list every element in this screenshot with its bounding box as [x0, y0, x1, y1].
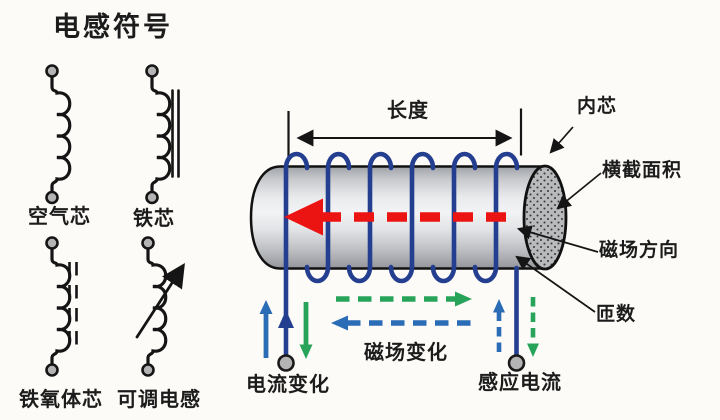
iron-core-symbol — [145, 64, 180, 205]
inner-core-label: 内芯 — [577, 96, 618, 117]
adjustable-inductor-label: 可调电感 — [117, 389, 201, 411]
page-title: 电感符号 — [53, 12, 173, 42]
terminal-dot — [507, 354, 526, 372]
inner-core-pointer — [549, 126, 574, 154]
field-direction-label: 磁场方向 — [599, 240, 680, 261]
terminal-dot — [45, 363, 59, 377]
adjust-arrow — [135, 263, 185, 339]
turns-label: 匝数 — [596, 304, 637, 325]
cross-section-ellipse — [522, 164, 568, 271]
terminal-dot — [141, 236, 155, 250]
cross-section-pointer — [556, 172, 602, 210]
navy-up-arrowhead — [278, 310, 294, 328]
iron-core-bars — [171, 89, 180, 178]
terminal-dot — [141, 363, 155, 377]
turns-pointer — [515, 255, 596, 313]
magnetic-field-arrow — [284, 198, 506, 236]
green-dashed-down-arrowhead — [527, 343, 539, 357]
current-change-arrows — [259, 300, 313, 359]
induced-current-arrows — [493, 297, 539, 357]
iron-core-label: 铁芯 — [133, 208, 175, 230]
field-direction-pointer — [516, 225, 599, 253]
ferrite-core-dashed-bars — [68, 262, 78, 347]
terminal-dot — [145, 190, 159, 205]
terminal-dot — [45, 64, 59, 78]
green-down-arrowhead — [299, 344, 313, 359]
blue-left-arrowhead — [331, 315, 348, 331]
terminal-dot — [45, 236, 59, 250]
terminal-dot — [145, 64, 159, 78]
air-core-label: 空气芯 — [28, 206, 91, 228]
cross-section-label: 横截面积 — [602, 160, 683, 181]
blue-dashed-up-arrowhead — [493, 299, 505, 313]
current-change-label: 电流变化 — [246, 374, 330, 396]
ferrite-core-label: 铁氧体芯 — [19, 389, 103, 411]
air-core-symbol — [45, 64, 72, 205]
pointer-lines — [515, 126, 602, 313]
field-change-label: 磁场变化 — [364, 342, 448, 364]
green-right-arrowhead — [455, 291, 472, 307]
induced-current-label: 感应电流 — [478, 372, 562, 394]
terminal-dot — [277, 354, 295, 372]
adjustable-inductor-symbol — [135, 236, 185, 377]
terminal-dot — [45, 190, 59, 205]
length-dimension — [287, 108, 523, 158]
field-change-arrows — [331, 291, 478, 331]
lead-terminals — [277, 354, 526, 372]
blue-up-arrowhead — [259, 300, 273, 314]
ferrite-core-symbol — [45, 236, 78, 377]
length-label: 长度 — [387, 100, 429, 122]
